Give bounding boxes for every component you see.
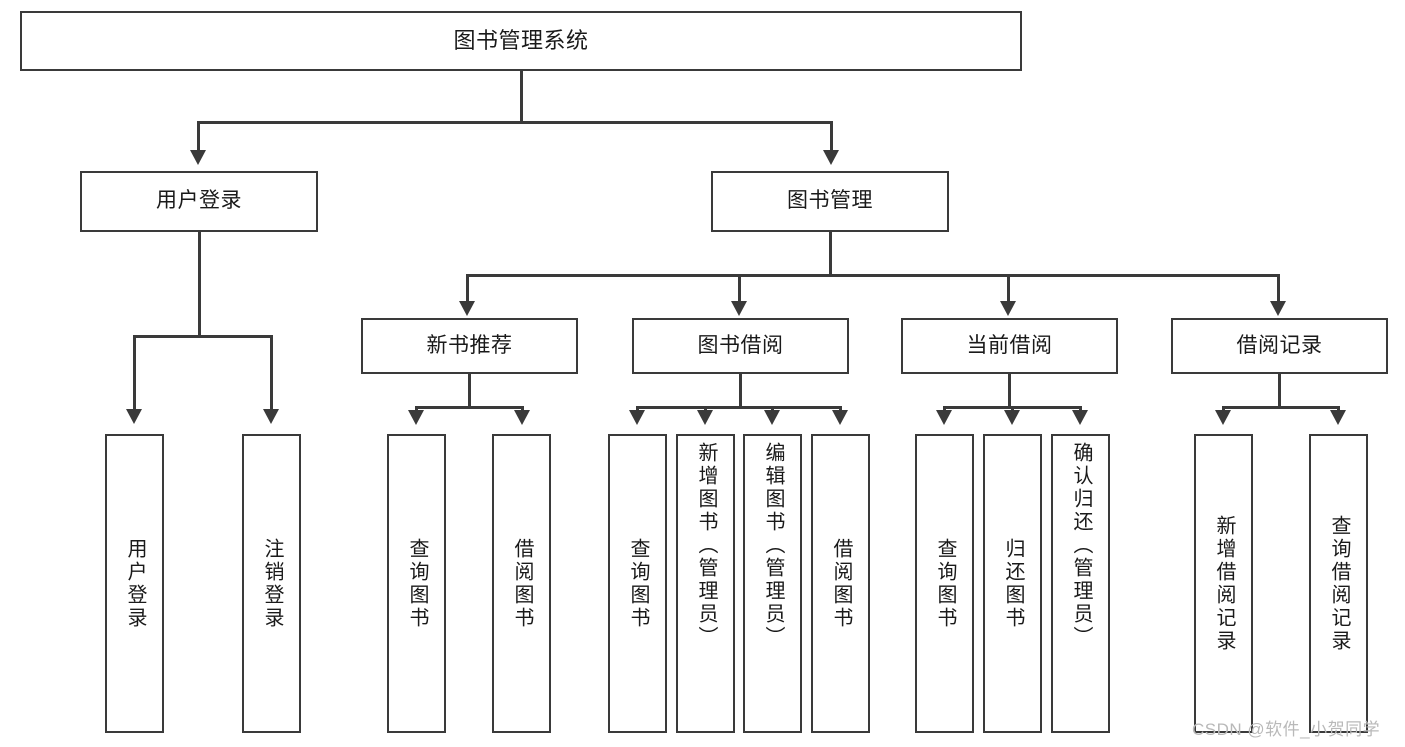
arrow-new-book-to-leaf-1 (408, 410, 424, 425)
edge-user-login-stem (198, 232, 201, 335)
edge-new-book-bus (415, 406, 522, 409)
edge-book-management-bus (466, 274, 1280, 277)
node-leaf-add-record[interactable]: 新增借阅记录 (1194, 434, 1253, 733)
node-current-borrow-label: 当前借阅 (966, 333, 1053, 357)
node-leaf-query-record[interactable]: 查询借阅记录 (1309, 434, 1368, 733)
edge-current-borrow-stem (1008, 374, 1011, 406)
watermark-text: CSDN @软件_小贺同学 (1192, 720, 1381, 739)
node-root-label: 图书管理系统 (453, 28, 589, 54)
node-user-login-label: 用户登录 (156, 189, 242, 213)
node-leaf-edit-book[interactable]: 编辑图书（管理员） (743, 434, 802, 733)
node-root[interactable]: 图书管理系统 (20, 11, 1022, 71)
edge-root-to-book-management (830, 121, 833, 152)
node-borrow-record[interactable]: 借阅记录 (1171, 318, 1388, 374)
node-leaf-query-book-3-label: 查询图书 (934, 537, 956, 630)
edge-br-to-leaf-2 (1337, 406, 1340, 412)
edge-book-borrow-stem (739, 374, 742, 406)
node-leaf-query-book-1[interactable]: 查询图书 (387, 434, 446, 733)
node-leaf-confirm-return-label: 确认归还（管理员） (1070, 442, 1092, 649)
edge-root-bus (197, 121, 833, 124)
node-leaf-add-record-label: 新增借阅记录 (1213, 514, 1235, 653)
node-leaf-edit-book-label: 编辑图书（管理员） (762, 442, 784, 649)
node-leaf-logout-login[interactable]: 注销登录 (242, 434, 301, 733)
arrow-cb-to-leaf-2 (1004, 410, 1020, 425)
arrow-root-to-user-login (190, 150, 206, 165)
edge-cb-to-leaf-3 (1079, 406, 1082, 412)
node-book-management[interactable]: 图书管理 (711, 171, 949, 232)
node-leaf-query-book-3[interactable]: 查询图书 (915, 434, 974, 733)
arrow-bm-to-book-borrow (731, 301, 747, 316)
edge-new-book-to-leaf-2 (521, 406, 524, 412)
edge-book-management-stem (829, 232, 832, 274)
edge-bm-to-book-borrow (738, 274, 741, 303)
edge-bm-to-borrow-record (1277, 274, 1280, 303)
node-leaf-user-login-label: 用户登录 (124, 537, 146, 630)
edge-user-login-bus (133, 335, 270, 338)
edge-user-login-to-leaf-1 (133, 335, 136, 411)
edge-borrow-record-bus (1222, 406, 1339, 409)
edge-bb-to-leaf-1 (636, 406, 639, 412)
edge-borrow-record-stem (1278, 374, 1281, 406)
node-leaf-query-book-2-label: 查询图书 (627, 537, 649, 630)
node-leaf-borrow-book-2-label: 借阅图书 (830, 537, 852, 630)
arrow-user-login-to-leaf-1 (126, 409, 142, 424)
node-leaf-logout-login-label: 注销登录 (261, 537, 283, 630)
arrow-cb-to-leaf-3 (1072, 410, 1088, 425)
arrow-br-to-leaf-2 (1330, 410, 1346, 425)
node-book-borrow-label: 图书借阅 (697, 333, 784, 357)
edge-br-to-leaf-1 (1222, 406, 1225, 412)
node-leaf-borrow-book-1-label: 借阅图书 (511, 537, 533, 630)
node-leaf-confirm-return[interactable]: 确认归还（管理员） (1051, 434, 1110, 733)
node-borrow-record-label: 借阅记录 (1236, 333, 1323, 357)
edge-cb-to-leaf-1 (943, 406, 946, 412)
arrow-bb-to-leaf-2 (697, 410, 713, 425)
edge-bm-to-current-borrow (1007, 274, 1010, 303)
node-user-login[interactable]: 用户登录 (80, 171, 318, 232)
arrow-cb-to-leaf-1 (936, 410, 952, 425)
node-leaf-borrow-book-2[interactable]: 借阅图书 (811, 434, 870, 733)
node-current-borrow[interactable]: 当前借阅 (901, 318, 1118, 374)
node-leaf-return-book-label: 归还图书 (1002, 537, 1024, 630)
node-book-management-label: 图书管理 (787, 189, 873, 213)
node-new-book-recommend-label: 新书推荐 (426, 333, 513, 357)
arrow-bm-to-current-borrow (1000, 301, 1016, 316)
node-leaf-query-record-label: 查询借阅记录 (1328, 514, 1350, 653)
edge-user-login-to-leaf-2 (270, 335, 273, 411)
node-leaf-user-login[interactable]: 用户登录 (105, 434, 164, 733)
edge-bm-to-new-book (466, 274, 469, 303)
arrow-bb-to-leaf-3 (764, 410, 780, 425)
edge-root-to-user-login (197, 121, 200, 152)
edge-bb-to-leaf-2 (704, 406, 707, 412)
arrow-br-to-leaf-1 (1215, 410, 1231, 425)
node-leaf-borrow-book-1[interactable]: 借阅图书 (492, 434, 551, 733)
arrow-user-login-to-leaf-2 (263, 409, 279, 424)
node-leaf-query-book-1-label: 查询图书 (406, 537, 428, 630)
node-book-borrow[interactable]: 图书借阅 (632, 318, 849, 374)
node-leaf-add-book-label: 新增图书（管理员） (695, 442, 717, 649)
edge-new-book-to-leaf-1 (415, 406, 418, 412)
arrow-new-book-to-leaf-2 (514, 410, 530, 425)
edge-book-borrow-bus (636, 406, 842, 409)
arrow-bm-to-borrow-record (1270, 301, 1286, 316)
arrow-root-to-book-management (823, 150, 839, 165)
node-new-book-recommend[interactable]: 新书推荐 (361, 318, 578, 374)
node-leaf-add-book[interactable]: 新增图书（管理员） (676, 434, 735, 733)
arrow-bb-to-leaf-1 (629, 410, 645, 425)
arrow-bb-to-leaf-4 (832, 410, 848, 425)
edge-bb-to-leaf-4 (839, 406, 842, 412)
edge-new-book-stem (468, 374, 471, 406)
edge-root-stem (520, 71, 523, 121)
arrow-bm-to-new-book (459, 301, 475, 316)
edge-bb-to-leaf-3 (771, 406, 774, 412)
node-leaf-query-book-2[interactable]: 查询图书 (608, 434, 667, 733)
node-leaf-return-book[interactable]: 归还图书 (983, 434, 1042, 733)
edge-cb-to-leaf-2 (1011, 406, 1014, 412)
